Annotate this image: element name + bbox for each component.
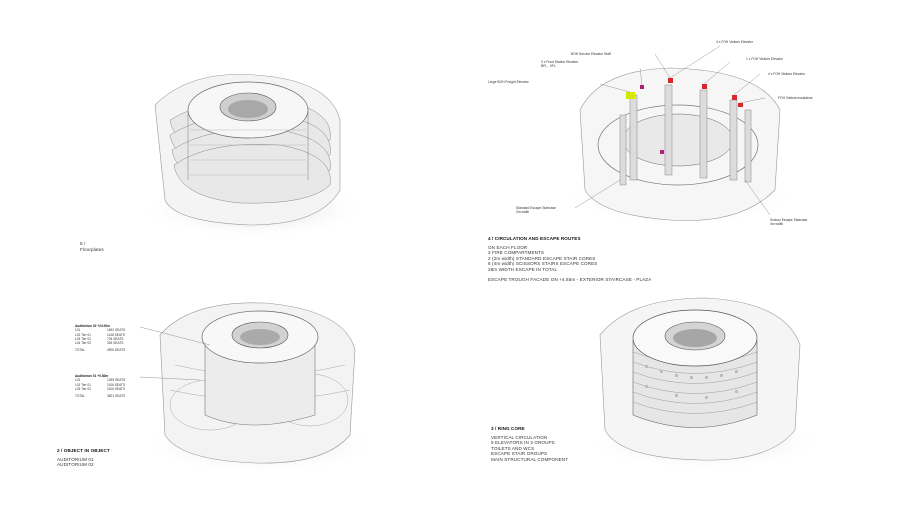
ring-line: 9 ELEVATORS IN 3 GROUPS — [491, 440, 555, 446]
aud02-header: Auditorium 02 +24.00m — [75, 324, 110, 328]
ring-line: ESCAPE STAIR GROUPS — [491, 451, 548, 457]
ring-line: MAIN STRUCTURAL COMPONENT — [491, 456, 569, 462]
label-front-station: 3 x Front Station Elevator — [541, 60, 579, 64]
circulation-diagram — [562, 45, 798, 225]
label-front-station-2: BFL - VFL — [541, 64, 556, 68]
label-foh-visitors-1: 1 x FOH Visitors Elevator — [746, 57, 783, 61]
boh-elevator-marker — [626, 92, 635, 99]
circulation-title: 4 / CIRCULATION AND ESCAPE ROUTES — [488, 236, 581, 241]
ring-title: 3 / RING CORE — [491, 426, 525, 431]
circulation-caption: 4 / CIRCULATION AND ESCAPE ROUTES ON EAC… — [488, 236, 651, 282]
aud01-seats: 1269 SEATS — [107, 378, 126, 383]
aud01-total-value: 3621 SEATS — [107, 394, 126, 399]
circulation-line: 2 (2m width) STANDARD ESCAPE STAIR CORES — [488, 255, 596, 261]
aud02-level: L03 Tier 02 — [75, 336, 91, 341]
object-diagram — [140, 302, 378, 473]
aud01-header: Auditorium 01 +0.80m — [75, 374, 109, 378]
aud01-table: Auditorium 01 +0.80m L01 1269 SEATS L02 T… — [75, 374, 137, 398]
ring-line: TOILETS AND WCS — [491, 445, 535, 451]
label-standard-escape: Standard Escape Staircase — [516, 206, 556, 210]
circulation-extra: ESCAPE TROUGH FACADE ON +4.65m - EXTERIO… — [488, 276, 652, 282]
aud02-level: L01 — [75, 328, 81, 333]
label-large-boh: Large BOH Freight Elevator — [488, 80, 529, 84]
aud02-seats: 326 SEATS — [107, 341, 124, 346]
aud02-seats: 1148 SEATS — [107, 332, 125, 337]
foh-elevator-marker-1 — [668, 78, 673, 83]
escape-marker — [660, 150, 664, 154]
foh-elevator-marker-2 — [702, 84, 707, 89]
aud02-total-label: TOTAL — [75, 348, 85, 353]
label-scissor-escape-2: 4m width — [770, 222, 784, 226]
aud01-seats: 1106 SEATS — [107, 386, 125, 391]
floorplates-diagram — [140, 74, 370, 238]
label-boh-service: BOH Service Elevator Staff — [571, 52, 611, 56]
aud02-level: L02 Tier 01 — [75, 332, 91, 337]
label-foh-escalators: FOH Visitors escalators — [778, 96, 813, 100]
object-line: AUDITORIUM 02 — [57, 462, 94, 468]
floorplates-title: 5 / Floorplates — [80, 241, 104, 252]
aud01-level: L01 — [75, 378, 81, 383]
aud02-table: Auditorium 02 +24.00m L01 1692 SEATS L02 … — [75, 324, 137, 353]
ring-core-diagram — [587, 297, 823, 470]
aud02-seats: 1692 SEATS — [107, 328, 126, 333]
label-standard-escape-2: 2m width — [516, 210, 530, 214]
circulation-line: ON EACH FLOOR — [488, 244, 528, 250]
circulation-line: 2 FIRE COMPARTMENTS — [488, 250, 545, 256]
object-line: AUDITORIUM 01 — [57, 456, 94, 462]
object-caption: 2 / OBJECT IN OBJECT AUDITORIUM 01 AUDIT… — [57, 448, 110, 468]
front-station-marker — [640, 85, 644, 89]
aud02-total-value: 4900 SEATS — [107, 348, 126, 353]
aud02-level: L04 Tier 03 — [75, 341, 91, 346]
escalator-marker — [738, 103, 743, 107]
aud01-total-label: TOTAL — [75, 394, 85, 399]
label-foh-visitors-4: 4 x FOH Visitors Elevator — [716, 40, 753, 44]
foh-elevator-marker-3 — [732, 95, 737, 100]
circulation-line: 6 (4m width) SCISSORS STAIRS ESCAPE CORE… — [488, 261, 598, 267]
object-title: 2 / OBJECT IN OBJECT — [57, 448, 110, 453]
label-foh-visitors-4b: 4 x FOH Visitors Elevator — [768, 72, 805, 76]
aud01-seats: 1106 SEATS — [107, 382, 125, 387]
aud01-level: L02 Tier 01 — [75, 382, 91, 387]
aud01-level: L03 Tier 02 — [75, 386, 91, 391]
label-scissor-escape: Scissor Escape Staircase — [770, 218, 808, 222]
circulation-line: 28m WIDTH ESCAPE IN TOTAL — [488, 266, 558, 272]
ring-caption: 3 / RING CORE VERTICAL CIRCULATION 9 ELE… — [491, 426, 568, 463]
ring-line: VERTICAL CIRCULATION — [491, 434, 548, 440]
aud02-seats: 734 SEATS — [107, 336, 124, 341]
